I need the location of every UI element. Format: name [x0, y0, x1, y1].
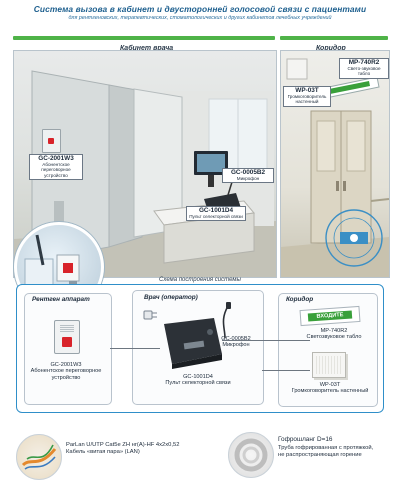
gc0005b2-label: GC-0005B2 Микрофон [221, 336, 251, 349]
gc1001d4-console [164, 318, 222, 369]
page-subtitle: для рентгеновских, терапевтических, стом… [68, 15, 332, 21]
gc0005b2-microphone [222, 302, 231, 339]
callout-gc1001d4: GC-1001D4 Пульт селекторной связи [186, 206, 246, 222]
callout-wp03t: WP-03T Громкоговоритель настенный [283, 86, 331, 107]
corrugated-pipe-icon [234, 438, 268, 472]
gc1001d4-label: GC-1001D4 Пульт селекторной связи [165, 374, 231, 387]
lan-cable-text: ParLan U/UTP Cat5e ZH нг(А)-HF 4x2x0,52 … [66, 442, 180, 455]
mp740r2-label: MP-740R2 Светозвуковое табло [306, 328, 362, 341]
callout-gc2001w3: GC-2001W3 Абонентское переговорное устро… [29, 154, 83, 180]
section-doctor-title: Врач (оператор) [144, 294, 198, 301]
room-header-bar [13, 36, 275, 40]
corrugated-pipe-text: Гофрошланг D=16 Труба гофрированная с пр… [278, 436, 374, 458]
certification-stamp-icon [325, 209, 383, 267]
room-label: Кабинет врача [120, 45, 174, 52]
wire-console-speaker [262, 370, 310, 371]
gc2001w3-device [54, 320, 80, 354]
callout-mp740r2: MP-740R2 Свето-звуковое табло [339, 58, 389, 79]
lan-cable-icon [21, 444, 57, 470]
lan-cable-photo [16, 434, 62, 480]
corridor-label: Коридор [316, 45, 346, 52]
wire-xray-console [110, 348, 160, 349]
wp03t-label: WP-03T Громкоговоритель настенный [291, 382, 369, 395]
callout-gc0005b2: GC-0005B2 Микрофон [222, 168, 274, 184]
wire-console-sign [222, 340, 310, 341]
wp03t-speaker [312, 352, 346, 378]
sign-text: ВХОДИТЕ [307, 310, 353, 322]
page-title: Система вызова в кабинет и двусторонней … [33, 4, 367, 14]
gc2001w3-label: GC-2001W3 Абонентское переговорное устро… [30, 362, 102, 381]
power-plug-icon [143, 310, 157, 320]
intercom-photo-device [42, 129, 61, 153]
corridor-header-bar [280, 36, 388, 40]
corrugated-pipe-photo [228, 432, 274, 478]
section-xray-title: Рентген аппарат [32, 296, 90, 303]
schema-title: Схема построения системы [159, 277, 241, 283]
section-corridor-title: Коридор [286, 296, 314, 303]
corridor-illustration [281, 58, 389, 277]
